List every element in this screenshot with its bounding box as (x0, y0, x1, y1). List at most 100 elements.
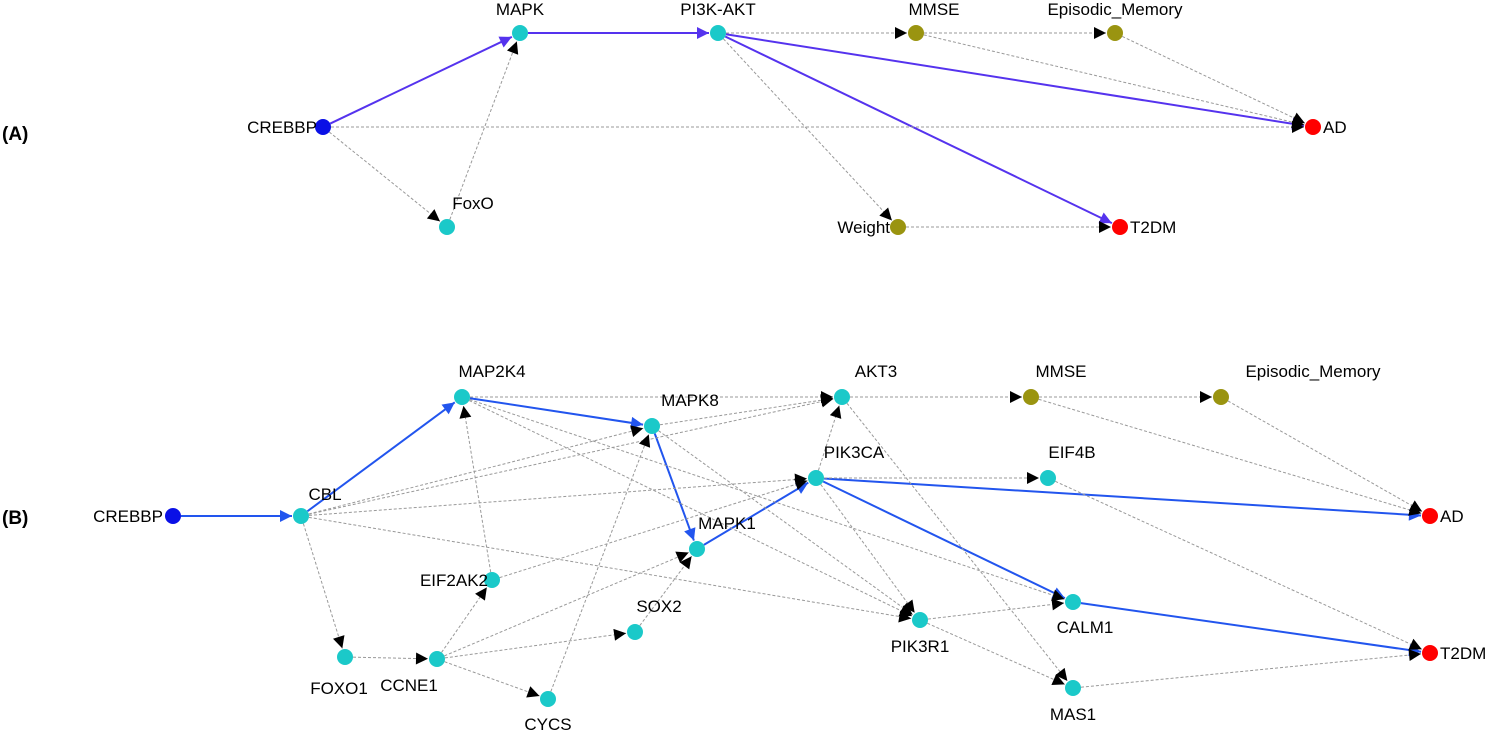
panel-a-node-marker-episodic-memory (1107, 25, 1123, 41)
panel-b-node-marker-foxo1 (337, 649, 353, 665)
panel-a-node-marker-weight (890, 219, 906, 235)
panel-a-node-marker-pi3k-akt (710, 25, 726, 41)
panel-b-node-label-mapk1: MAPK1 (698, 514, 756, 533)
panel-a-node-label-foxo: FoxO (452, 194, 494, 213)
panel-a-edge-pi3k-akt-to-t2dm (724, 35, 1113, 224)
panel-label-a: (A) (2, 124, 28, 145)
panel-b-edge-pik3ca-to-akt3 (817, 405, 842, 471)
panel-b-node-mas1: MAS1 (1050, 680, 1096, 724)
panel-b-node-marker-ad (1422, 508, 1438, 524)
panel-b-node-marker-cycs (540, 691, 556, 707)
panel-b-node-label-mmse: MMSE (1036, 362, 1087, 381)
panel-a-edge-pi3k-akt-to-weight (723, 38, 893, 221)
panel-b-edge-cbl-to-pik3ca (308, 473, 808, 516)
panel-b-node-eif4b: EIF4B (1040, 443, 1096, 486)
panel-b-edge-eif4b-to-t2dm (1055, 480, 1423, 650)
panel-b-node-marker-eif4b (1040, 470, 1056, 486)
panel-b-edge-mapk8-to-mapk1 (653, 433, 696, 541)
panel-a-node-marker-ad (1305, 119, 1321, 135)
panel-b-node-marker-pik3ca (808, 470, 824, 486)
panel-b-node-marker-mapk8 (644, 418, 660, 434)
panel-b-node-label-calm1: CALM1 (1057, 618, 1114, 637)
panel-b-node-label-eif2ak2: EIF2AK2 (420, 571, 488, 590)
panel-b-node-cbl: CBL (293, 485, 342, 524)
panel-a-node-marker-crebbp (315, 119, 331, 135)
panel-b-edge-cbl-to-foxo1 (302, 523, 345, 649)
panel-a-node-marker-foxo (439, 219, 455, 235)
panel-b-edge-akt3-to-mas1 (846, 402, 1068, 682)
panel-b-node-marker-sox2 (627, 624, 643, 640)
panel-a-node-mmse: MMSE (908, 0, 960, 41)
panel-b-node-marker-map2k4 (454, 389, 470, 405)
panel-b-edge-map2k4-to-calm1 (469, 399, 1065, 602)
panel-b-edge-cycs-to-mapk8 (550, 434, 651, 692)
panel-b-edge-episodic-memory-to-ad (1227, 400, 1423, 512)
panel-a-edge-crebbp-to-foxo (328, 131, 441, 222)
panel-b-node-label-t2dm: T2DM (1440, 644, 1486, 663)
panel-b-node-label-crebbp: CREBBP (93, 507, 163, 526)
panel-b-node-foxo1: FOXO1 (310, 649, 368, 698)
panel-b-node-mapk1: MAPK1 (689, 514, 756, 557)
panel-b-edge-ccne1-to-mapk1 (444, 551, 689, 657)
panel-a-node-label-crebbp: CREBBP (247, 118, 317, 137)
panel-b-edge-pik3ca-to-calm1 (822, 480, 1066, 599)
panel-a-node-t2dm: T2DM (1112, 218, 1176, 237)
panel-b-node-pik3r1: PIK3R1 (891, 612, 950, 656)
panel-b-node-cycs: CYCS (524, 691, 572, 732)
panel-a-edge-foxo-to-mapk (449, 41, 519, 220)
panel-b-node-label-map2k4: MAP2K4 (458, 362, 525, 381)
panel-b-edge-ccne1-to-sox2 (444, 628, 627, 659)
panel-b-node-label-pik3ca: PIK3CA (824, 443, 885, 462)
panel-b-node-calm1: CALM1 (1057, 594, 1114, 637)
panel-b-node-marker-crebbp (165, 508, 181, 524)
panel-b-node-mapk8: MAPK8 (644, 391, 719, 434)
panel-a-node-episodic-memory: Episodic_Memory (1047, 0, 1183, 41)
panel-b-node-marker-mapk1 (689, 541, 705, 557)
panel-a-node-label-t2dm: T2DM (1130, 218, 1176, 237)
panel-b-edge-ccne1-to-cycs (444, 661, 540, 698)
panel-b-node-marker-cbl (293, 508, 309, 524)
panel-a-node-label-mmse: MMSE (909, 0, 960, 19)
panel-b-node-map2k4: MAP2K4 (454, 362, 526, 405)
panel-b-node-marker-mas1 (1065, 680, 1081, 696)
panel-a-node-label-pi3k-akt: PI3K-AKT (680, 0, 756, 19)
panel-b-edge-mapk8-to-pik3r1 (658, 430, 914, 616)
panel-b-node-marker-eif2ak2 (484, 572, 500, 588)
panel-b-edge-cbl-to-mapk8 (308, 425, 644, 515)
panel-a-node-label-weight: Weight (837, 218, 890, 237)
panel-b-node-label-eif4b: EIF4B (1048, 443, 1095, 462)
panel-b-node-label-ccne1: CCNE1 (380, 676, 438, 695)
panel-b-node-episodic-memory: Episodic_Memory (1213, 362, 1381, 405)
panel-a-node-label-mapk: MAPK (496, 0, 545, 19)
panel-b-edge-eif2ak2-to-pik3ca (499, 478, 808, 579)
panel-b-node-marker-t2dm (1422, 645, 1438, 661)
panel-b-edge-map2k4-to-mapk8 (469, 397, 644, 429)
panel-b-node-label-mas1: MAS1 (1050, 705, 1096, 724)
panel-b-edge-mmse-to-ad (1038, 398, 1422, 516)
panel-b-node-t2dm: T2DM (1422, 644, 1486, 663)
panel-label-b: (B) (2, 508, 28, 529)
panel-b-node-marker-calm1 (1065, 594, 1081, 610)
panel-a-node-marker-mmse (908, 25, 924, 41)
panel-a-node-weight: Weight (837, 218, 906, 237)
panel-b-node-marker-mmse (1023, 389, 1039, 405)
panel-a-node-pi3k-akt: PI3K-AKT (680, 0, 756, 41)
panel-b-edge-pik3ca-to-pik3r1 (820, 484, 916, 614)
panel-b-edge-cbl-to-map2k4 (306, 401, 456, 513)
panel-a-node-marker-mapk (512, 25, 528, 41)
panel-b-edge-pik3r1-to-mas1 (927, 622, 1065, 685)
panel-b-node-sox2: SOX2 (627, 597, 682, 640)
panel-b-node-mmse: MMSE (1023, 362, 1087, 405)
panel-b-edge-map2k4-to-pik3r1 (468, 400, 913, 617)
panel-b-node-pik3ca: PIK3CA (808, 443, 885, 486)
panel-b-node-label-cbl: CBL (308, 485, 341, 504)
panel-a-edge-episodic-memory-to-ad (1122, 35, 1306, 124)
panel-b-node-ccne1: CCNE1 (380, 651, 445, 695)
panel-b-node-marker-akt3 (834, 389, 850, 405)
panel-b-node-label-pik3r1: PIK3R1 (891, 637, 950, 656)
panel-b-edge-pik3r1-to-calm1 (927, 598, 1065, 620)
panel-b-edge-eif2ak2-to-map2k4 (459, 405, 492, 573)
panel-b-edge-cbl-to-pik3r1 (308, 516, 912, 623)
panel-a-node-ad: AD (1305, 118, 1347, 137)
